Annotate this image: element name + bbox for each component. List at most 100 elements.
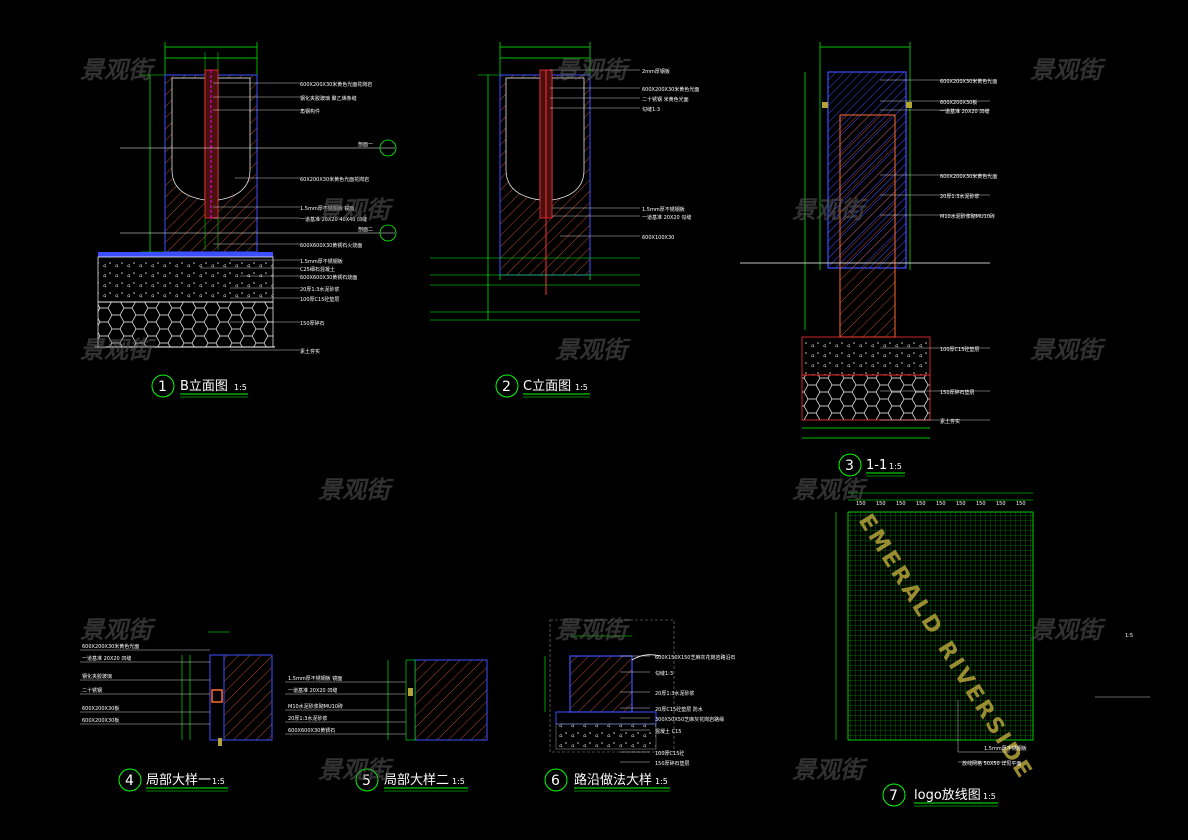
d1-note-7: 一道基准 20X20 40X40 凹缝 bbox=[300, 216, 367, 223]
d4-note-4: 二十锈钢 bbox=[82, 687, 102, 694]
d6-note-7: 100厚C15砼 bbox=[655, 750, 684, 757]
d4-note-5: 600X200X30板 bbox=[82, 705, 119, 712]
d3-note-2: 600X200X30板 bbox=[940, 99, 977, 106]
drawing-6-scale: 1:5 bbox=[655, 777, 668, 786]
watermark-layer: 景观街 景观街 景观街 景观街 景观街 景观街 景观街 景观街 景观街 景观街 … bbox=[80, 56, 1106, 784]
grid-dim-9: 150 bbox=[1016, 501, 1026, 507]
drawing-4-detail-1: 600X200X30米黄色光面 一道基准 20X20 凹缝 钢化夹胶玻璃 二十锈… bbox=[80, 631, 273, 792]
d1-note-13: 20厚1:3水泥砂浆 bbox=[300, 286, 339, 293]
d3-note-9: 素土夯实 bbox=[940, 418, 960, 425]
d6-note-6: 混凝土 C15 bbox=[655, 728, 681, 735]
watermark: 景观街 bbox=[318, 756, 394, 784]
d6-note-3: 20厚1:3水泥砂浆 bbox=[655, 690, 694, 697]
d3-note-3: 一道基准 20X20 凹缝 bbox=[940, 108, 989, 115]
drawing-6-title: 路沿做法大样 bbox=[574, 772, 652, 788]
d4-note-1: 600X200X30米黄色光面 bbox=[82, 643, 139, 650]
grid-dim-2: 150 bbox=[876, 501, 886, 507]
watermark: 景观街 bbox=[80, 616, 156, 644]
d1-note-2: 钢化夹胶玻璃 聚乙烯条缝 bbox=[300, 95, 357, 102]
drawing-3-scale: 1:5 bbox=[889, 462, 902, 471]
drawing-6-number: 6 bbox=[551, 773, 560, 789]
d5-note-2: 一道基准 20X20 凹缝 bbox=[288, 687, 337, 694]
drawing-2-title: C立面图 bbox=[523, 379, 571, 394]
d1-note-12: 600X600X30黄锈石烧面 bbox=[300, 274, 357, 281]
drawing-3-section-1-1: 600X200X30米黄色光面 600X200X30板 一道基准 20X20 凹… bbox=[740, 42, 997, 477]
drawing-3-number: 3 bbox=[845, 458, 854, 474]
d5-note-4: 20厚1:3水泥砂浆 bbox=[288, 715, 327, 722]
drawing-2-c-elevation: 2mm厚钢板 600X200X30米黄色光面 二十锈钢 米黄色光面 勾缝1:3 … bbox=[430, 42, 699, 398]
grid-dim-7: 150 bbox=[976, 501, 986, 507]
d4-note-3: 钢化夹胶玻璃 bbox=[82, 673, 112, 680]
d2-note-7: 600X100X30 bbox=[642, 235, 674, 241]
grid-dim-3: 150 bbox=[896, 501, 906, 507]
d1-note-10: 1.5mm厚不锈钢板 bbox=[300, 258, 343, 265]
d4-note-2: 一道基准 20X20 凹缝 bbox=[82, 655, 131, 662]
d1-note-8: 剖面二 bbox=[358, 226, 373, 233]
d2-note-3: 二十锈钢 米黄色光面 bbox=[642, 96, 689, 103]
drawing-3-title: 1-1 bbox=[866, 458, 887, 473]
d6-note-2: 勾缝1:3 bbox=[655, 670, 673, 677]
d3-note-6: M10水泥砂浆砌MU10砖 bbox=[940, 213, 995, 220]
watermark: 景观街 bbox=[1030, 336, 1106, 364]
drawing-5-detail-2: 1.5mm厚不锈钢板 镜面 一道基准 20X20 凹缝 M10水泥砂浆砌MU10… bbox=[285, 659, 488, 792]
d7-note-1: 1.5mm厚不锈钢板 bbox=[984, 745, 1027, 752]
watermark: 景观街 bbox=[792, 196, 868, 224]
d7-note-2: 放线网格 50X50 详见平面 bbox=[962, 760, 1021, 767]
drawing-4-title: 局部大样一 bbox=[146, 773, 211, 788]
drawing-4-number: 4 bbox=[125, 773, 134, 789]
drawing-1-number: 1 bbox=[158, 379, 167, 395]
d2-note-6: 一道基准 20X20 勾缝 bbox=[642, 214, 691, 221]
d1-note-16: 素土夯实 bbox=[300, 348, 320, 355]
d3-note-1: 600X200X30米黄色光面 bbox=[940, 78, 997, 85]
d1-note-14: 100厚C15砼垫层 bbox=[300, 296, 339, 303]
watermark: 景观街 bbox=[792, 476, 868, 504]
grid-dim-8: 150 bbox=[996, 501, 1006, 507]
grid-dim-5: 150 bbox=[936, 501, 946, 507]
drawing-5-number: 5 bbox=[362, 773, 371, 789]
d3-note-4: 600X200X30米黄色光面 bbox=[940, 173, 997, 180]
watermark: 景观街 bbox=[80, 336, 156, 364]
d1-note-3: 角钢构件 bbox=[300, 108, 320, 115]
d2-note-5: 1.5mm厚不锈钢板 bbox=[642, 206, 685, 213]
grid-dim-1: 150 bbox=[856, 501, 866, 507]
watermark: 景观街 bbox=[555, 56, 631, 84]
drawing-5-title: 局部大样二 bbox=[384, 773, 449, 788]
d5-note-5: 600X600X30黄锈石 bbox=[288, 727, 335, 734]
d6-note-5: 300X50X50芝麻灰花岗岩路缘 bbox=[655, 716, 724, 723]
drawing-1-b-elevation: 600X200X30米黄色光面花岗岩 钢化夹胶玻璃 聚乙烯条缝 角钢构件 剖面一… bbox=[95, 42, 397, 398]
drawing-5-scale: 1:5 bbox=[452, 777, 465, 786]
d5-note-1: 1.5mm厚不锈钢板 镜面 bbox=[288, 675, 342, 682]
drawing-2-number: 2 bbox=[502, 379, 511, 395]
watermark: 景观街 bbox=[792, 756, 868, 784]
d2-note-4: 勾缝1:3 bbox=[642, 106, 660, 113]
d1-note-9: 600X600X30黄锈石火烧面 bbox=[300, 242, 362, 249]
grid-dim-6: 150 bbox=[956, 501, 966, 507]
drawing-7-number: 7 bbox=[889, 788, 898, 804]
d3-note-7: 100厚C15砼垫层 bbox=[940, 346, 979, 353]
watermark: 景观街 bbox=[1030, 56, 1106, 84]
side-scale-note: 1:5 bbox=[1125, 633, 1133, 639]
d3-note-8: 150厚碎石垫层 bbox=[940, 389, 975, 396]
d1-note-4: 剖面一 bbox=[358, 141, 373, 148]
d1-note-5: 60X200X30米黄色光面花岗岩 bbox=[300, 176, 369, 183]
drawing-7-scale: 1:5 bbox=[983, 792, 996, 801]
watermark: 景观街 bbox=[1030, 616, 1106, 644]
d5-note-3: M10水泥砂浆砌MU10砖 bbox=[288, 703, 343, 710]
drawing-1-scale: 1:5 bbox=[234, 383, 247, 392]
d2-note-1: 2mm厚钢板 bbox=[642, 68, 670, 75]
drawing-2-scale: 1:5 bbox=[575, 383, 588, 392]
d6-note-4: 20厚C15砼垫层 防水 bbox=[655, 706, 703, 713]
watermark: 景观街 bbox=[555, 336, 631, 364]
d1-note-11: C25细石混凝土 bbox=[300, 266, 335, 273]
d6-note-8: 150厚碎石垫层 bbox=[655, 760, 690, 767]
d6-note-1: 600X150X150芝麻灰花岗岩路沿石 bbox=[655, 654, 735, 661]
d1-note-6: 1.5mm厚不锈钢板 镜面 bbox=[300, 205, 354, 212]
drawing-7-logo-layout: 150 150 150 150 150 150 150 150 150 EMER… bbox=[835, 492, 1150, 807]
drawing-4-scale: 1:5 bbox=[212, 777, 225, 786]
grid-dim-4: 150 bbox=[916, 501, 926, 507]
d3-note-5: 20厚1:3水泥砂浆 bbox=[940, 193, 979, 200]
d1-note-15: 150厚碎石 bbox=[300, 320, 325, 327]
watermark: 景观街 bbox=[555, 616, 631, 644]
drawing-7-title: logo放线图 bbox=[914, 788, 981, 803]
